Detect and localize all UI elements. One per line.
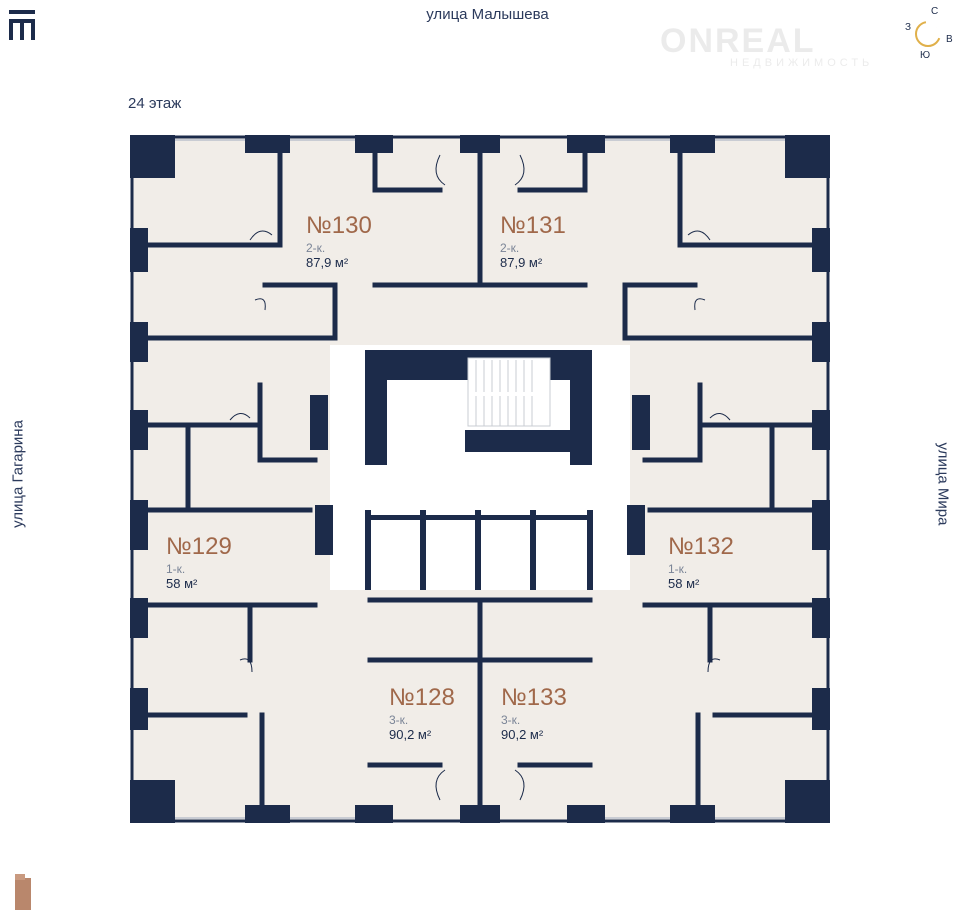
staircase bbox=[467, 357, 551, 427]
apartment-128[interactable]: №128 3-к. 90,2 м² bbox=[389, 684, 455, 743]
apartment-rooms: 1-к. bbox=[668, 561, 688, 576]
compass-east: В bbox=[946, 34, 953, 45]
floor-label: 24 этаж bbox=[128, 95, 182, 112]
apartment-area: 58 м² bbox=[166, 576, 198, 592]
apartment-129[interactable]: №129 1-к. 58 м² bbox=[166, 533, 232, 592]
apartment-132[interactable]: №132 1-к. 58 м² bbox=[668, 533, 734, 592]
apartment-number: №130 bbox=[306, 212, 372, 239]
apartment-number: №129 bbox=[166, 533, 232, 560]
compass-ring-icon bbox=[914, 20, 942, 48]
watermark-title: ONREAL bbox=[660, 22, 816, 60]
apartment-number: №128 bbox=[389, 684, 455, 711]
apartment-rooms: 2-к. bbox=[306, 240, 326, 255]
street-label-top: улица Малышева bbox=[426, 6, 549, 23]
apartment-number: №132 bbox=[668, 533, 734, 560]
door-swings bbox=[229, 154, 731, 801]
apartment-133[interactable]: №133 3-к. 90,2 м² bbox=[501, 684, 567, 743]
watermark-subtitle: НЕДВИЖИМОСТЬ bbox=[730, 57, 874, 69]
apartment-area: 90,2 м² bbox=[389, 727, 432, 743]
apartment-area: 58 м² bbox=[668, 576, 700, 592]
brand-logo-icon bbox=[9, 10, 35, 40]
apartment-130[interactable]: №130 2-к. 87,9 м² bbox=[306, 212, 372, 271]
interior-walls bbox=[145, 147, 815, 808]
stair-steps bbox=[475, 360, 533, 426]
apartment-area: 90,2 м² bbox=[501, 727, 544, 743]
bookmark-icon[interactable] bbox=[13, 874, 33, 910]
apartment-rooms: 1-к. bbox=[166, 561, 186, 576]
window-edges bbox=[175, 139, 785, 819]
apartment-number: №131 bbox=[500, 212, 566, 239]
compass-west: З bbox=[905, 22, 912, 33]
compass-north: С bbox=[931, 6, 939, 17]
apartment-rooms: 2-к. bbox=[500, 240, 520, 255]
apartment-number: №133 bbox=[501, 684, 567, 711]
apartment-area: 87,9 м² bbox=[500, 255, 543, 271]
compass: С З В Ю bbox=[900, 4, 960, 64]
apartment-131[interactable]: №131 2-к. 87,9 м² bbox=[500, 212, 566, 271]
apartment-area: 87,9 м² bbox=[306, 255, 349, 271]
apartment-rooms: 3-к. bbox=[389, 712, 409, 727]
watermark: ONREAL НЕДВИЖИМОСТЬ bbox=[660, 22, 873, 69]
compass-south: Ю bbox=[920, 50, 931, 61]
apartment-rooms: 3-к. bbox=[501, 712, 521, 727]
